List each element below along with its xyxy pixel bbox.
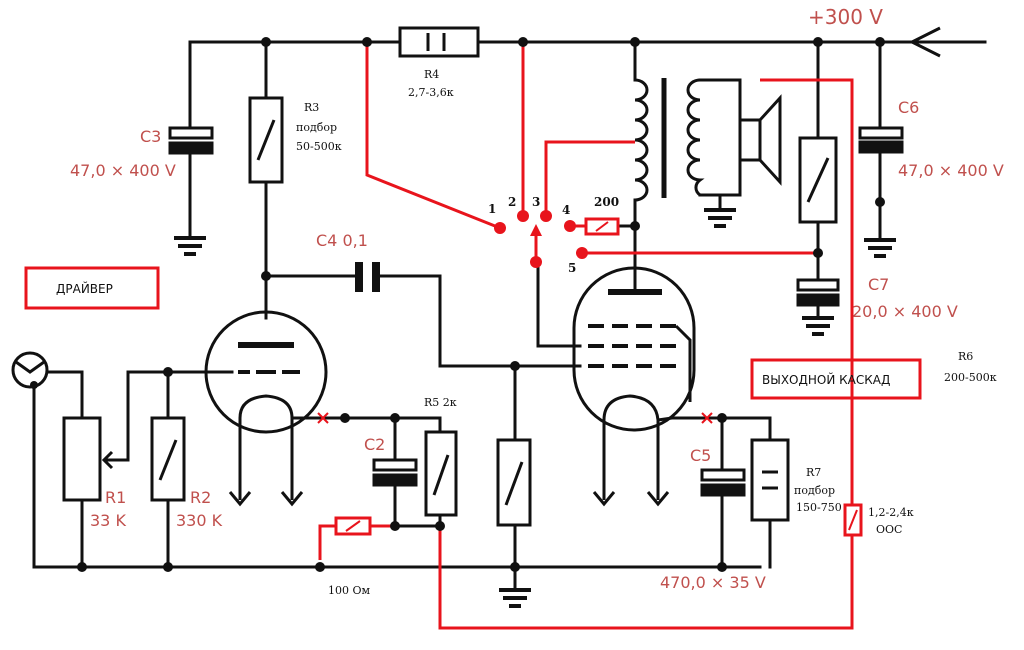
switch-label-1: 1 xyxy=(488,202,496,216)
red-modifications xyxy=(318,42,854,630)
speaker-icon xyxy=(738,94,782,186)
r2-value: 330 K xyxy=(176,511,223,530)
heater-arrows xyxy=(228,420,670,507)
c6-name: C6 xyxy=(898,98,919,117)
resistor-r7 xyxy=(750,438,790,522)
cap-c2-plate-bottom xyxy=(372,473,418,487)
r2-name: R2 xyxy=(190,488,211,507)
c7-name: C7 xyxy=(868,275,889,294)
c3-value: 47,0 × 400 V xyxy=(70,161,176,180)
r-feedback-note: ООС xyxy=(876,523,902,536)
switch-arrowhead xyxy=(530,224,542,236)
c3-name: C3 xyxy=(140,127,161,146)
output-stage-box xyxy=(750,358,922,400)
resistor-marks xyxy=(158,33,830,506)
ground-symbols xyxy=(174,208,896,608)
supply-label: +300 V xyxy=(808,5,883,29)
c6-value: 47,0 × 400 V xyxy=(898,161,1004,180)
r3-value: 50-500к xyxy=(296,140,342,153)
r4-value: 2,7-3,6к xyxy=(408,86,454,99)
r4-name: R4 xyxy=(424,68,439,81)
cap-c5-plate-top xyxy=(700,468,746,482)
cap-c3-plate-top xyxy=(168,126,214,140)
input-jack-icon xyxy=(11,351,49,389)
red-cross-marks xyxy=(317,412,713,424)
capacitors xyxy=(168,126,904,497)
r1-value: 33 K xyxy=(90,511,126,530)
switch-contacts xyxy=(494,210,588,268)
cap-c2-plate-top xyxy=(372,458,418,472)
cap-c7-plate-bottom xyxy=(796,293,840,307)
switch-contact-5 xyxy=(576,247,588,259)
cap-c4 xyxy=(355,262,380,292)
cap-c7-plate-top xyxy=(796,278,840,292)
resistor-r4 xyxy=(398,26,480,58)
r-grid-value: 100 Ом xyxy=(328,584,371,597)
r3-note: подбор xyxy=(296,121,337,134)
block-boxes xyxy=(24,266,922,400)
r7-value: 150-750 xyxy=(796,501,842,514)
supply-input-arrow xyxy=(908,26,941,58)
c5-name: C5 xyxy=(690,446,711,465)
driver-tube xyxy=(204,310,328,500)
cap-c6-plate-top xyxy=(858,126,904,140)
r7-name: R7 xyxy=(806,466,821,479)
c2-name: C2 xyxy=(364,435,385,454)
switch-contact-4 xyxy=(564,220,576,232)
output-stage-label: ВЫХОДНОЙ КАСКАД xyxy=(762,372,890,387)
switch-common xyxy=(530,256,542,268)
switch-label-5: 5 xyxy=(568,261,576,275)
c5-value: 470,0 × 35 V xyxy=(660,573,766,592)
r1-name: R1 xyxy=(105,488,126,507)
driver-label: ДРАЙВЕР xyxy=(56,281,113,296)
cap-c6-plate-bottom xyxy=(858,140,904,154)
switch-contact-3 xyxy=(540,210,552,222)
switch-contact-1 xyxy=(494,222,506,234)
r3-name: R3 xyxy=(304,101,319,114)
c4-name: C4 0,1 xyxy=(316,231,368,250)
pot-wiper xyxy=(101,450,114,470)
r6-name: R6 xyxy=(958,350,973,363)
switch-label-3: 3 xyxy=(532,195,540,209)
r5-name: R5 2к xyxy=(424,396,457,409)
switch-label-4: 4 xyxy=(562,203,570,217)
c7-value: 20,0 × 400 V xyxy=(852,302,958,321)
r-feedback-value: 1,2-2,4к xyxy=(868,506,914,519)
cap-c3-plate-bottom xyxy=(168,141,214,155)
switch-label-2: 2 xyxy=(508,195,516,209)
output-tube xyxy=(572,266,696,432)
driver-box xyxy=(24,266,160,310)
r7-note: подбор xyxy=(794,484,835,497)
cap-c5-plate-bottom xyxy=(700,483,746,497)
resistor-r1 xyxy=(62,416,102,502)
resistors xyxy=(62,26,838,527)
output-transformer xyxy=(634,78,705,202)
switch-contact-2 xyxy=(517,210,529,222)
junction-dots xyxy=(30,37,885,572)
r-screen-value: 200 xyxy=(594,195,619,209)
r6-value: 200-500к xyxy=(944,371,997,384)
